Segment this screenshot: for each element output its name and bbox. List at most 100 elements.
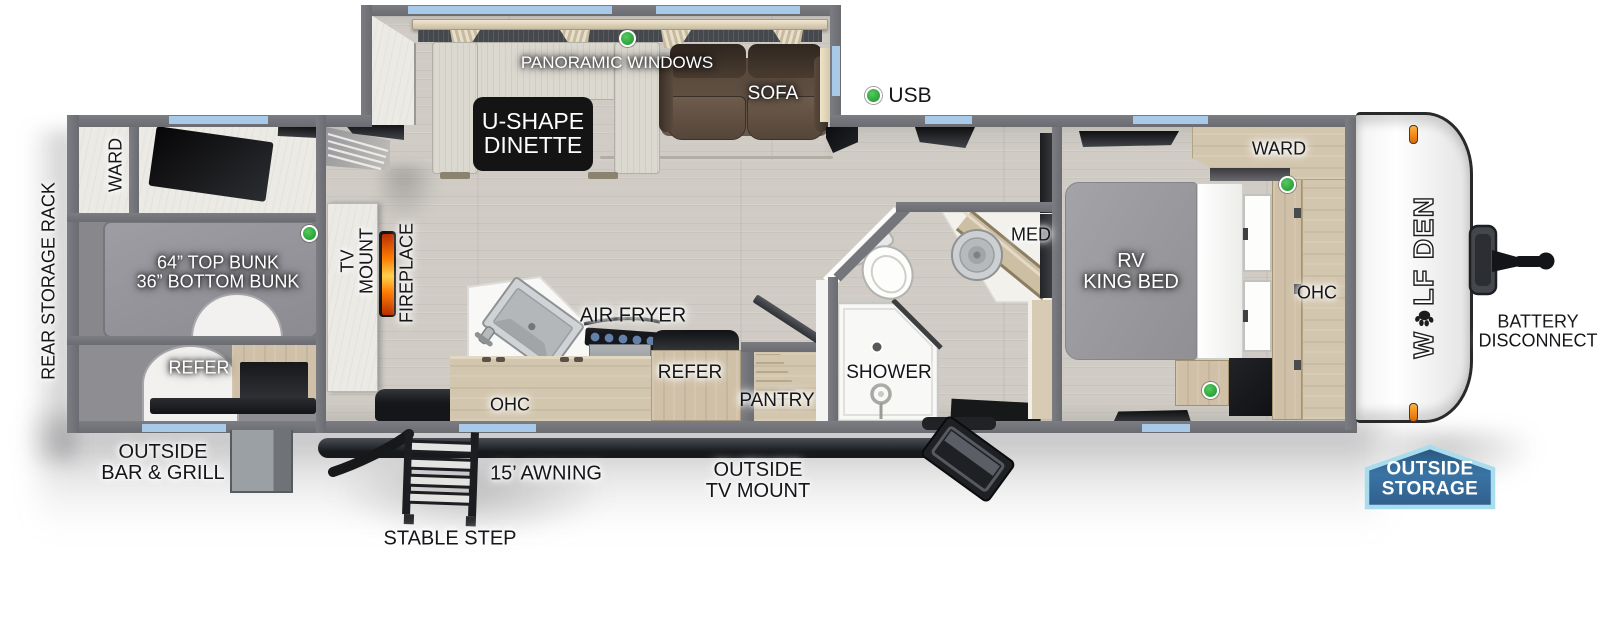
ohc-cabinet-face [1302,176,1347,420]
marker-dot-ward-bedroom [1279,176,1296,193]
label-panoramic-windows: PANORAMIC WINDOWS [520,53,714,72]
shower-back-white [816,280,828,421]
window-top-bath [925,116,972,124]
ward-under-shadow [1210,168,1290,181]
dinette-foot-2 [588,172,618,179]
window-bottom-kitchen [459,424,536,432]
wall-rear-h2 [67,336,326,345]
kitchen-counter-ohc [450,356,651,421]
window-top-bedroom [1133,116,1208,124]
label-ohc-kitchen: OHC [490,394,530,415]
floor-shadow-slide [380,165,440,225]
label-sofa: SOFA [747,83,799,104]
stable-step-group [328,429,479,527]
counter-handle-3 [560,357,569,362]
hitch-group [1468,224,1555,296]
label-fireplace: FIREPLACE [396,222,417,324]
trailer-shadow-left [28,130,74,460]
sofa-back-cushion-right [748,44,822,78]
fireplace-flame [381,233,394,315]
slide-valance [412,19,828,30]
toilet [849,230,914,300]
overhead-shelf-bedroom-top [1079,131,1179,147]
clearance-light-bottom [1409,403,1418,422]
label-tv-mount: TV MOUNT [337,228,376,294]
top-wall-front [830,115,1357,127]
window-slide-right [832,46,840,96]
counter-handle-4 [574,357,583,362]
bedroom-wall [1052,127,1062,421]
bed-shelf-handle-1 [1243,228,1248,240]
clearance-light-top [1409,125,1418,144]
label-rear-storage-rack: REAR STORAGE RACK [38,182,59,380]
bed-sheet [1197,183,1243,359]
wall-rear-living-divider [316,115,326,433]
rear-wall [67,115,79,433]
shower-pan [836,301,940,423]
label-outside-tv-mount: OUTSIDE TV MOUNT [705,459,811,502]
paw-print-icon [1414,310,1433,327]
wall-refer-pantry [741,342,754,421]
label-usb: USB [888,84,932,107]
sofa-side-table [820,48,832,122]
label-u-shape-dinette: U-SHAPE DINETTE [473,97,593,171]
bed-shelf-handle-2 [1243,310,1248,322]
hall-cabinet-dark-top [1040,133,1054,213]
label-med: MED [1011,224,1051,245]
wall-ward-right [129,127,139,222]
overhead-shelf-bath-top [915,127,975,148]
rear-refer-counter [150,398,316,414]
label-pantry: PANTRY [739,390,815,411]
rear-ward-room-floor [77,127,139,222]
label-refer-kitchen: REFER [657,362,723,383]
wall-pantry-top [741,342,822,352]
u-shape-dinette-text: U-SHAPE DINETTE [481,108,585,158]
shower-pan-inner [843,308,933,416]
window-top-rear [169,116,268,124]
bedroom-footbox [1229,358,1272,416]
front-body-wall [1345,118,1357,430]
label-air-fryer: AIR FRYER [579,304,687,327]
window-bottom-bedroom [1142,424,1190,432]
label-rv-king-bed: RV KING BED [1083,250,1179,293]
dinette-foot-1 [440,172,470,179]
label-bunk: 64” TOP BUNK 36” BOTTOM BUNK [136,252,300,291]
brand-letter-w: W [1407,330,1439,359]
sofa-seat-left [668,96,746,140]
rear-refer-front [240,362,308,402]
label-awning: 15’ AWNING [490,462,602,485]
outside-storage-badge [1364,444,1496,510]
fireplace-strip [379,231,396,317]
tv-mount-wall [327,203,378,392]
counter-handle-1 [482,357,491,362]
ohc-hinge-1 [1294,208,1301,218]
brand-rest: LF DEN [1407,195,1439,307]
bed-mattress [1065,182,1197,360]
bath-wall-top [896,202,1062,212]
entry-step-lines [327,132,389,171]
label-ohc-bedroom: OHC [1297,282,1337,303]
window-slide-top-2 [656,6,800,14]
label-refer-rear: REFER [168,357,230,378]
kitchen-sink [474,277,584,373]
marker-dot-panoramic [619,30,636,47]
label-outside-bar-grill: OUTSIDE BAR & GRILL [101,441,225,484]
sofa-back-cushion-left [670,44,746,78]
hall-linen-cabinet [1028,300,1052,419]
kitchen-refer-cabinet [651,350,741,421]
bottom-wall [67,421,1357,433]
outside-storage-label: OUTSIDE STORAGE [1381,458,1479,499]
outside-tv-group [921,416,1015,502]
sofa-seat-right [747,96,824,140]
ohc-hinge-3 [1294,360,1301,370]
outside-bar-grill-box [230,430,293,493]
ohc-hinge-2 [1294,284,1301,294]
window-slide-top-1 [408,6,612,14]
label-ward-rear: WARD [105,137,126,193]
bedroom-nightstand [1175,360,1229,406]
kitchen-refer-top [653,330,739,352]
dinette-left-bench [432,42,478,174]
label-battery-disconnect: BATTERY DISCONNECT [1478,311,1598,350]
label-ward-bedroom: WARD [1251,138,1307,159]
